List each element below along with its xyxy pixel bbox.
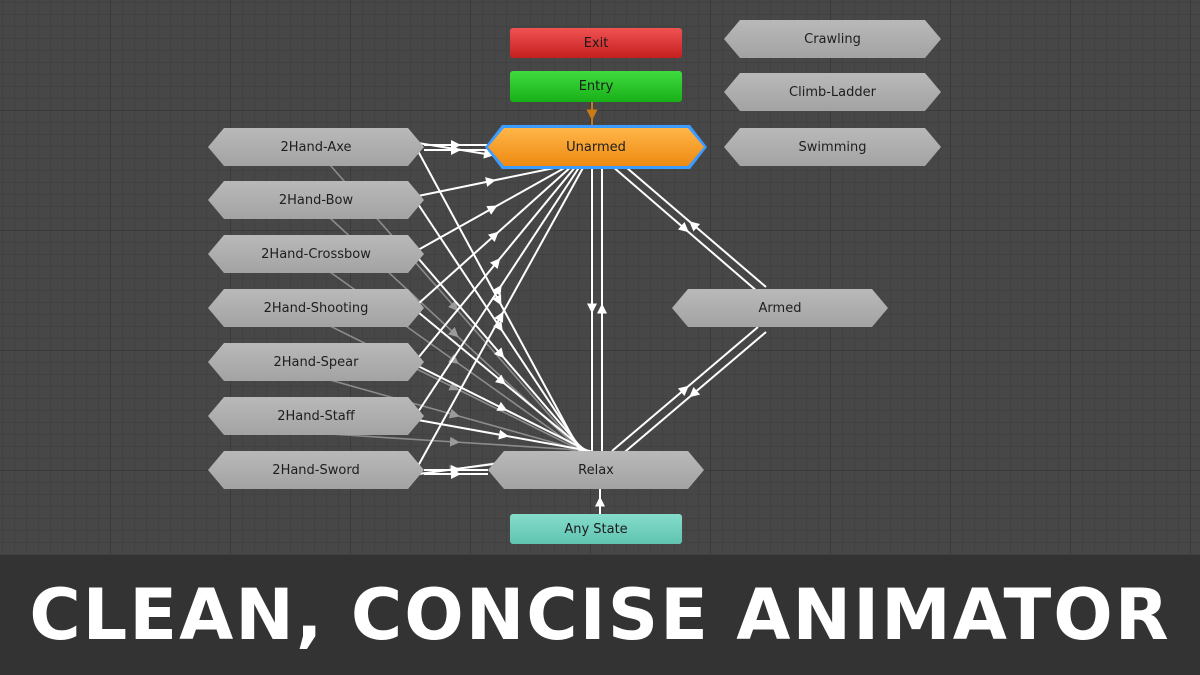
state-node-2hand-crossbow[interactable]: 2Hand-Crossbow: [208, 235, 424, 273]
transition-edge-left-to-unarmed-2[interactable]: [417, 165, 569, 251]
state-node-2hand-spear[interactable]: 2Hand-Spear: [208, 343, 424, 381]
crawling-state-node[interactable]: Crawling: [724, 20, 941, 58]
swimming-state-node[interactable]: Swimming: [724, 128, 941, 166]
entry-node-label: Entry: [578, 79, 614, 94]
unarmed-state-node[interactable]: Unarmed: [488, 128, 704, 166]
crawling-state-label: Crawling: [804, 31, 861, 47]
state-label-2hand-bow: 2Hand-Bow: [278, 192, 354, 208]
unarmed-state-label: Unarmed: [566, 139, 626, 155]
climb-ladder-state-label: Climb-Ladder: [789, 84, 876, 100]
banner-title: CLEAN, CONCISE ANIMATOR: [29, 574, 1171, 656]
exit-node-label: Exit: [583, 35, 609, 51]
animator-graph-canvas[interactable]: Exit Entry Unarmed Crawling Climb-Ladder…: [0, 0, 1200, 555]
transition-edge-left-to-relax-1[interactable]: [417, 203, 583, 452]
state-label-2hand-spear: 2Hand-Spear: [273, 354, 359, 370]
transition-edge-left-to-relax-cross-5[interactable]: [329, 433, 581, 451]
state-node-2hand-staff[interactable]: 2Hand-Staff: [208, 397, 424, 435]
state-node-2hand-bow[interactable]: 2Hand-Bow: [208, 181, 424, 219]
transition-edge-left-to-unarmed-6[interactable]: [417, 165, 585, 467]
transition-edge-unarmed-to-armed[interactable]: [611, 165, 759, 293]
climb-ladder-state-node[interactable]: Climb-Ladder: [724, 73, 941, 111]
transition-edge-left-to-relax-0[interactable]: [417, 150, 581, 452]
entry-node[interactable]: Entry: [510, 71, 682, 102]
state-node-2hand-axe[interactable]: 2Hand-Axe: [208, 128, 424, 166]
transition-layer: [329, 102, 767, 514]
transition-edge-left-to-unarmed-5[interactable]: [417, 165, 581, 413]
transition-edge-left-to-unarmed-1[interactable]: [417, 165, 565, 197]
transition-edge-left-to-relax-5[interactable]: [417, 419, 591, 452]
relax-state-node[interactable]: Relax: [488, 451, 704, 489]
state-label-2hand-axe: 2Hand-Axe: [280, 139, 352, 155]
transition-edge-relax-to-armed[interactable]: [611, 326, 759, 452]
relax-state-label: Relax: [578, 462, 614, 478]
transition-edge-left-to-unarmed-4[interactable]: [417, 165, 577, 359]
any-state-node[interactable]: Any State: [510, 514, 682, 544]
state-label-2hand-sword: 2Hand-Sword: [272, 462, 360, 478]
swimming-state-label: Swimming: [798, 139, 867, 155]
transition-edge-left-to-relax-cross-4[interactable]: [329, 379, 581, 451]
armed-state-label: Armed: [758, 300, 802, 316]
transition-edge-left-to-relax-2[interactable]: [417, 257, 585, 452]
armed-state-node[interactable]: Armed: [672, 289, 888, 327]
transition-edge-armed-to-unarmed[interactable]: [619, 161, 767, 288]
title-banner: CLEAN, CONCISE ANIMATOR: [0, 555, 1200, 675]
transition-edge-left-to-relax-3[interactable]: [417, 311, 587, 452]
transition-edge-left-to-relax-4[interactable]: [417, 365, 589, 452]
any-state-label: Any State: [564, 521, 628, 537]
state-label-2hand-staff: 2Hand-Staff: [277, 408, 355, 424]
transition-edge-left-to-unarmed-3[interactable]: [417, 165, 573, 305]
state-node-2hand-sword[interactable]: 2Hand-Sword: [208, 451, 424, 489]
state-label-2hand-crossbow: 2Hand-Crossbow: [261, 246, 371, 262]
state-label-2hand-shooting: 2Hand-Shooting: [263, 300, 369, 316]
transition-edge-armed-to-relax[interactable]: [619, 331, 767, 457]
exit-node[interactable]: Exit: [510, 28, 682, 58]
state-node-2hand-shooting[interactable]: 2Hand-Shooting: [208, 289, 424, 327]
